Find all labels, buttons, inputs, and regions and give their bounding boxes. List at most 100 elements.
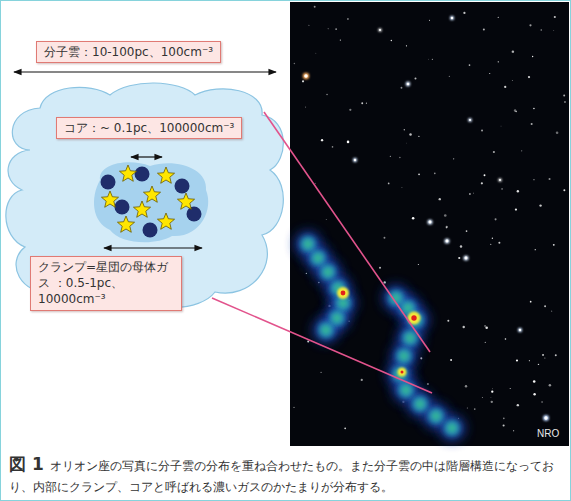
star (491, 388, 493, 390)
star (321, 139, 323, 141)
emission-blob (400, 352, 409, 361)
label-box: 分子雲：10-100pc、100cm⁻³ (36, 41, 221, 63)
star (466, 230, 468, 232)
bright-star-core (544, 416, 547, 419)
star (390, 156, 391, 157)
star (529, 24, 531, 26)
figure-number: 図 1 (9, 454, 44, 474)
emission-blob (320, 264, 336, 280)
bright-star (543, 415, 549, 421)
star (533, 380, 536, 383)
star (481, 182, 483, 184)
star (449, 76, 450, 77)
emission-blob (408, 312, 424, 328)
star (563, 189, 565, 191)
star (511, 80, 513, 82)
star (512, 50, 514, 52)
star (515, 208, 517, 210)
star (501, 188, 502, 189)
star-cluster (101, 165, 202, 238)
star (498, 61, 499, 62)
emission-blob (448, 424, 457, 433)
star (320, 372, 321, 373)
bright-star-core (465, 257, 468, 260)
star (450, 359, 452, 361)
star (427, 383, 429, 385)
star (460, 245, 462, 247)
star (551, 311, 552, 312)
star (542, 354, 544, 356)
star (388, 183, 390, 185)
emission-blob (432, 412, 441, 421)
star (335, 28, 337, 30)
young-star (143, 186, 160, 202)
emission-blob (402, 386, 411, 395)
star (294, 63, 296, 65)
star (539, 204, 541, 206)
star (349, 109, 351, 111)
star (509, 388, 511, 390)
star (332, 146, 334, 148)
dense-core (187, 207, 202, 222)
star (554, 16, 556, 18)
label-box: コア：~ 0.1pc、100000cm⁻³ (56, 117, 242, 139)
star (429, 19, 431, 21)
core-size-arrow (131, 156, 162, 157)
star (483, 28, 485, 30)
emission-blob (444, 420, 460, 436)
bright-star (303, 73, 309, 79)
young-star (157, 213, 174, 229)
star (504, 86, 506, 88)
star (446, 226, 448, 228)
bright-star (427, 219, 432, 224)
star (409, 133, 411, 135)
star (563, 95, 565, 97)
star (418, 264, 419, 265)
star (533, 179, 534, 180)
star (521, 150, 522, 151)
star (326, 94, 328, 96)
cloud-size-arrow (14, 71, 276, 72)
box-text: 分子雲：10-100pc、100cm⁻³ (44, 44, 213, 60)
star (513, 430, 514, 431)
star (481, 129, 483, 131)
star (553, 244, 555, 246)
bright-star-core (379, 29, 381, 31)
star (553, 30, 555, 32)
star (493, 151, 495, 153)
box-text: コア：~ 0.1pc、100000cm⁻³ (64, 120, 234, 136)
emission-peak (337, 287, 349, 299)
star (469, 193, 471, 195)
bright-star (378, 28, 382, 32)
emission-blob (428, 408, 444, 424)
figure-caption-block: 図 1オリオン座の写真に分子雲の分布を重ね合わせたもの。また分子雲の中は階層構造… (9, 451, 562, 497)
star (490, 244, 491, 245)
star (491, 390, 493, 392)
star (391, 40, 392, 41)
emission-blob (412, 396, 428, 412)
star (307, 340, 309, 342)
star (361, 102, 363, 104)
star (466, 407, 468, 409)
star (305, 106, 306, 107)
dense-core (175, 179, 190, 194)
star (538, 364, 539, 365)
star (463, 12, 465, 14)
star (535, 249, 536, 250)
emission-blob (310, 250, 326, 266)
star (347, 141, 350, 144)
star (327, 28, 329, 30)
star (544, 305, 546, 307)
star (463, 326, 465, 328)
star (530, 301, 532, 303)
star (434, 172, 436, 174)
star (556, 131, 559, 134)
star (401, 87, 403, 89)
bright-star (406, 82, 411, 87)
star (529, 360, 530, 361)
star (549, 178, 551, 180)
emission-blob (300, 236, 316, 252)
emission-blob (329, 310, 345, 326)
